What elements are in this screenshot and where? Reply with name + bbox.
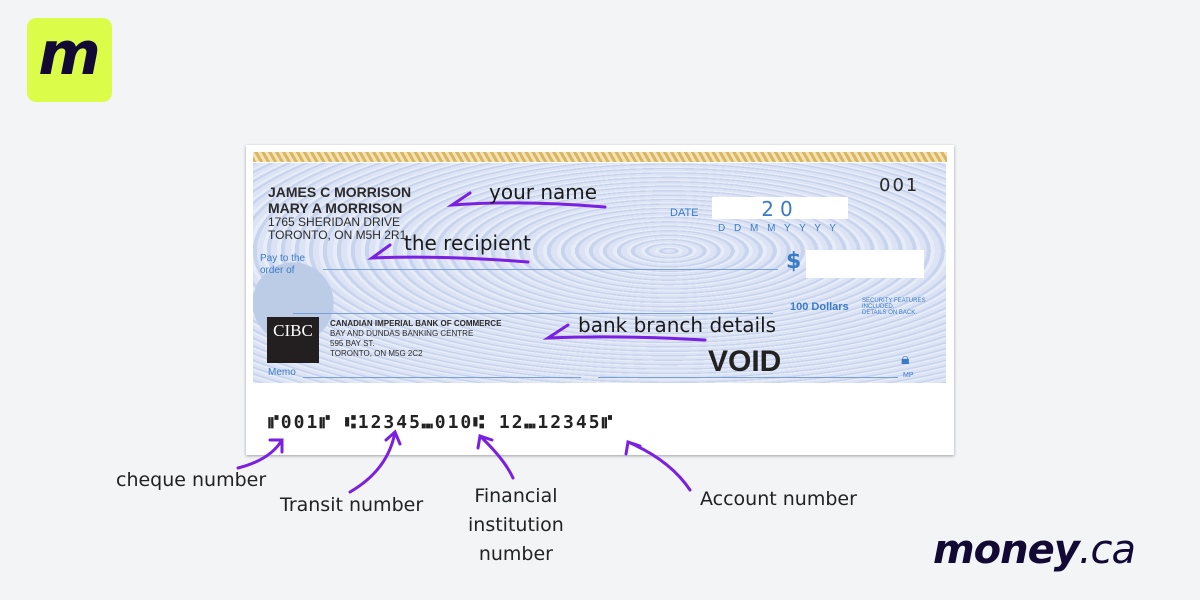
label-branch: bank branch details	[578, 313, 777, 337]
label-transit: Transit number	[280, 494, 424, 516]
institution-line-2: institution	[468, 514, 564, 536]
institution-line-3: number	[478, 543, 553, 565]
recipient-arrow	[367, 243, 530, 264]
label-recipient: the recipient	[404, 231, 531, 255]
memo-label: Memo	[268, 367, 296, 378]
label-institution: Financial institution number	[468, 482, 564, 569]
cheque-number: 001	[879, 175, 920, 196]
cheque-face: 001 JAMES C MORRISON MARY A MORRISON 176…	[253, 163, 946, 383]
payee-line	[323, 269, 778, 270]
date-format: D D M M Y Y Y Y	[718, 223, 839, 234]
pay-to-line-1: Pay to the	[260, 253, 306, 264]
bank-city: TORONTO, ON M5G 2C2	[330, 349, 423, 358]
date-label: DATE	[670, 207, 699, 219]
money-logo: m	[27, 18, 112, 102]
lock-label: MP	[903, 372, 914, 379]
bank-branch: BAY AND DUNDAS BANKING CENTRE	[330, 329, 474, 338]
bank-name: CANADIAN IMPERIAL BANK OF COMMERCE	[330, 319, 502, 328]
branch-arrow	[542, 323, 707, 342]
gold-border	[253, 152, 947, 162]
bank-street: 595 BAY ST.	[330, 339, 375, 348]
sample-cheque: 001 JAMES C MORRISON MARY A MORRISON 176…	[246, 145, 954, 455]
amount-box	[806, 250, 924, 278]
void-stamp: VOID	[708, 345, 782, 378]
your-name-arrow	[446, 191, 607, 209]
cibc-logo: CIBC	[267, 317, 319, 363]
money-ca-wordmark: money.ca	[933, 527, 1136, 573]
label-account: Account number	[700, 488, 857, 510]
date-value: 20	[761, 197, 799, 221]
signature-line	[598, 377, 898, 378]
transit-arrow	[348, 429, 402, 494]
security-line-3: DETAILS ON BACK.	[862, 310, 917, 316]
label-your-name: your name	[489, 180, 598, 204]
holder-name-2: MARY A MORRISON	[268, 200, 403, 216]
institution-line-1: Financial	[474, 485, 558, 507]
memo-line	[303, 377, 581, 378]
micr-line: ⑈001⑈ ⑆12345⑉010⑆ 12⑉12345⑈	[268, 412, 615, 433]
security-line-2: INCLUDED.	[862, 304, 895, 310]
holder-address: 1765 SHERIDAN DRIVE	[268, 215, 401, 229]
brand-main: money	[933, 527, 1080, 573]
date-field: 20	[712, 197, 848, 221]
label-cheque-number: cheque number	[116, 469, 267, 491]
amount-words-line	[293, 313, 773, 314]
dollars-label: 100 Dollars	[790, 301, 849, 313]
pay-to-line-2: order of	[260, 265, 295, 276]
account-arrow	[624, 440, 692, 492]
cheque-number-arrow	[236, 438, 284, 470]
institution-arrow	[476, 434, 515, 480]
brand-suffix: .ca	[1078, 527, 1136, 573]
lock-icon: 🔒︎	[901, 349, 910, 368]
bank-info: CANADIAN IMPERIAL BANK OF COMMERCE BAY A…	[330, 319, 501, 359]
logo-letter: m	[38, 19, 101, 89]
dollar-sign: $	[786, 249, 802, 274]
holder-name-1: JAMES C MORRISON	[268, 184, 412, 200]
account-holder: JAMES C MORRISON MARY A MORRISON 1765 SH…	[268, 184, 411, 242]
security-line-1: SECURITY FEATURES	[862, 298, 926, 304]
holder-city: TORONTO, ON M5H 2R1	[268, 228, 407, 242]
